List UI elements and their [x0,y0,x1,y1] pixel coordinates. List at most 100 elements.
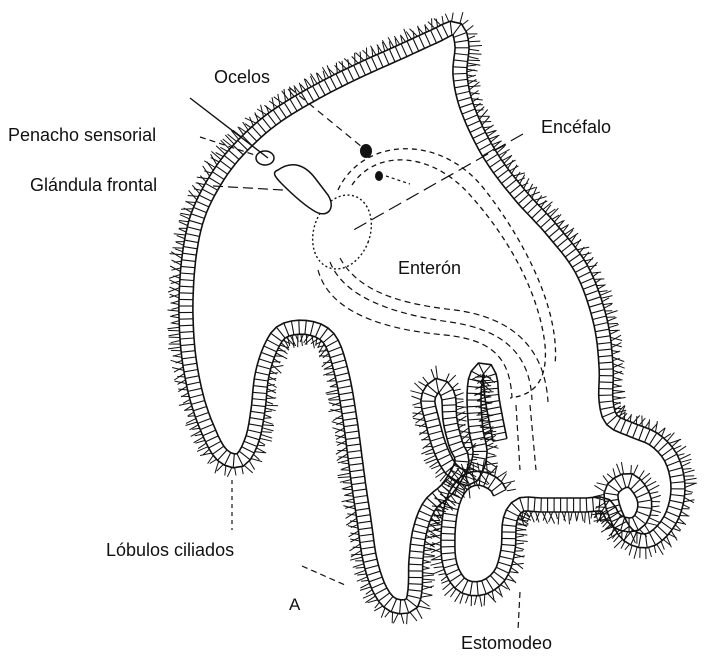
cell-wall [360,63,366,76]
cell-wall [585,291,598,296]
cell-wall [442,411,456,412]
cilium [469,49,479,50]
cilium [417,609,423,619]
cilium [192,428,199,429]
cilium [612,357,624,362]
cell-wall [604,493,618,495]
cilium [588,265,596,267]
cilium [594,485,604,491]
cilium [262,428,273,431]
cell-wall [366,60,372,73]
cell-wall [190,394,204,398]
cell-wall [422,392,435,397]
cilium [264,415,271,418]
cell-wall [454,33,467,38]
cilium [170,254,183,255]
cilium [338,477,351,478]
cilium [482,386,492,387]
cell-wall [337,379,351,382]
cell-wall [666,512,679,517]
leader-encefalo [350,134,523,232]
cell-wall [372,583,385,589]
cilium [433,570,444,574]
cilium [486,460,487,473]
cilium [580,247,585,253]
cell-wall [498,170,509,178]
cilium [684,470,695,473]
cilium [388,37,394,47]
cell-wall [264,346,277,352]
cilium [469,459,477,460]
cell-wall [356,515,370,517]
cilium [326,390,339,393]
cell-wall [460,103,473,108]
cilium [270,373,279,374]
cilium [171,301,179,303]
cilium [381,608,385,618]
cilium [344,493,353,496]
cilium [333,415,342,420]
cilium [423,377,428,384]
cell-wall [212,446,223,454]
cilium [455,592,461,602]
cell-wall [408,584,422,585]
cell-wall [216,166,228,174]
cell-wall [413,38,419,51]
cilium [682,462,690,466]
cilium [338,460,349,463]
cell-wall [498,562,511,566]
cell-wall [442,25,448,38]
leader-ocelos [290,88,362,147]
cilium [630,414,631,421]
cilium [412,396,421,400]
cell-wall [455,461,469,462]
cilium [634,465,638,474]
cilium [180,213,190,215]
cilium [329,400,340,401]
cilium [613,397,622,398]
cell-wall [233,454,234,468]
cell-wall [653,530,662,541]
cilium [607,474,613,479]
cilium [351,551,361,558]
cilium [683,505,690,509]
cell-wall [187,382,201,385]
leader-lobulos-2 [302,566,345,585]
cilium [657,545,663,555]
leader-glandula [213,186,283,190]
cilium [617,464,621,475]
cell-wall [654,437,663,448]
cell-wall [251,411,265,413]
cell-wall [658,442,668,452]
cell-wall [602,412,615,417]
cell-wall [305,320,306,334]
cell-wall [307,89,314,101]
cilium [171,341,181,343]
cell-wall [489,420,503,423]
cell-wall [445,429,459,432]
cilium [512,563,524,564]
cilium [661,541,664,549]
cilium [377,45,382,53]
cell-wall [180,286,194,287]
cilium [424,550,432,551]
cilium [456,401,464,403]
cilium [634,547,637,559]
cilium [168,347,181,349]
cilium [366,590,372,595]
cell-wall [490,576,499,586]
cilium [607,317,616,318]
cilium [350,557,362,560]
cilium [650,492,659,494]
cilium [468,79,476,84]
cilium [442,16,443,24]
cilium [266,405,278,406]
cell-wall [635,515,646,524]
cell-wall [455,453,468,458]
cell-wall [411,538,425,540]
cilium [170,316,179,317]
cell-wall [589,303,602,307]
cilium [597,483,607,486]
cilium [487,453,495,455]
cell-wall [237,454,243,467]
